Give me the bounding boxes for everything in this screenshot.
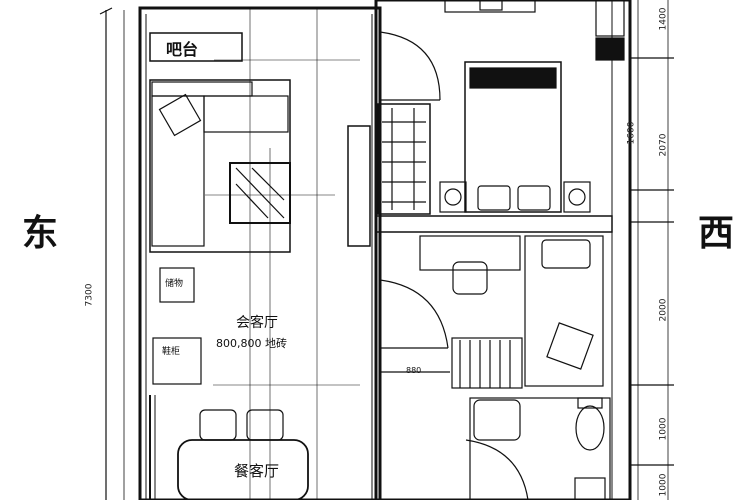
- cabinet-label: 鞋柜: [162, 347, 181, 357]
- toilet: [575, 405, 605, 451]
- sofa: [149, 79, 291, 253]
- dim-left-total: 7300: [84, 283, 95, 307]
- bed: [464, 61, 562, 213]
- door-arc-bedroom: [379, 31, 441, 101]
- desk: [419, 235, 521, 271]
- shoe-cabinet: [152, 337, 202, 385]
- dim-right-bed-inner: 1600: [626, 121, 637, 145]
- bar-counter: [149, 32, 243, 62]
- room-living-label: 会客厅: [236, 315, 278, 331]
- door-arc-study: [379, 279, 449, 349]
- dim-stair-width: 880: [406, 366, 422, 375]
- wardrobe: [377, 103, 431, 215]
- staircase: [451, 337, 523, 389]
- cabinet-box: [159, 267, 195, 303]
- dining-table: [177, 439, 309, 500]
- armchair: [158, 93, 202, 137]
- room-dining-label: 餐客厅: [234, 462, 280, 480]
- room-bar-label: 吧台: [166, 40, 199, 59]
- chair-2: [246, 409, 284, 441]
- sink: [574, 477, 606, 500]
- dim-right-bottom: 1000: [658, 473, 669, 497]
- desk-chair: [452, 261, 488, 295]
- compass-west-label: 西: [698, 213, 735, 254]
- dim-right-mid: 2000: [658, 298, 669, 322]
- compass-east-label: 东: [22, 213, 59, 254]
- nightstand-left: [439, 181, 467, 213]
- coffee-table: [229, 162, 291, 224]
- wall-east-block: [374, 0, 632, 500]
- dim-right-top: 1400: [658, 7, 669, 31]
- wall-west-block: [138, 6, 382, 500]
- pillow-2: [517, 185, 551, 211]
- nightstand-right: [563, 181, 591, 213]
- tv-cabinet: [347, 125, 371, 247]
- dim-right-bed: 2070: [658, 133, 669, 157]
- bathroom: [469, 397, 611, 500]
- pillow-1: [477, 185, 511, 211]
- dim-right-low: 1000: [658, 417, 669, 441]
- door-arc-bath: [465, 439, 529, 500]
- study-bed: [524, 235, 604, 387]
- sideboard-label: 储物: [165, 279, 184, 289]
- shower: [473, 399, 521, 441]
- interior-wall: [375, 215, 613, 233]
- room-living-floor-label: 800,800 地砖: [216, 337, 287, 350]
- chair-1: [199, 409, 237, 441]
